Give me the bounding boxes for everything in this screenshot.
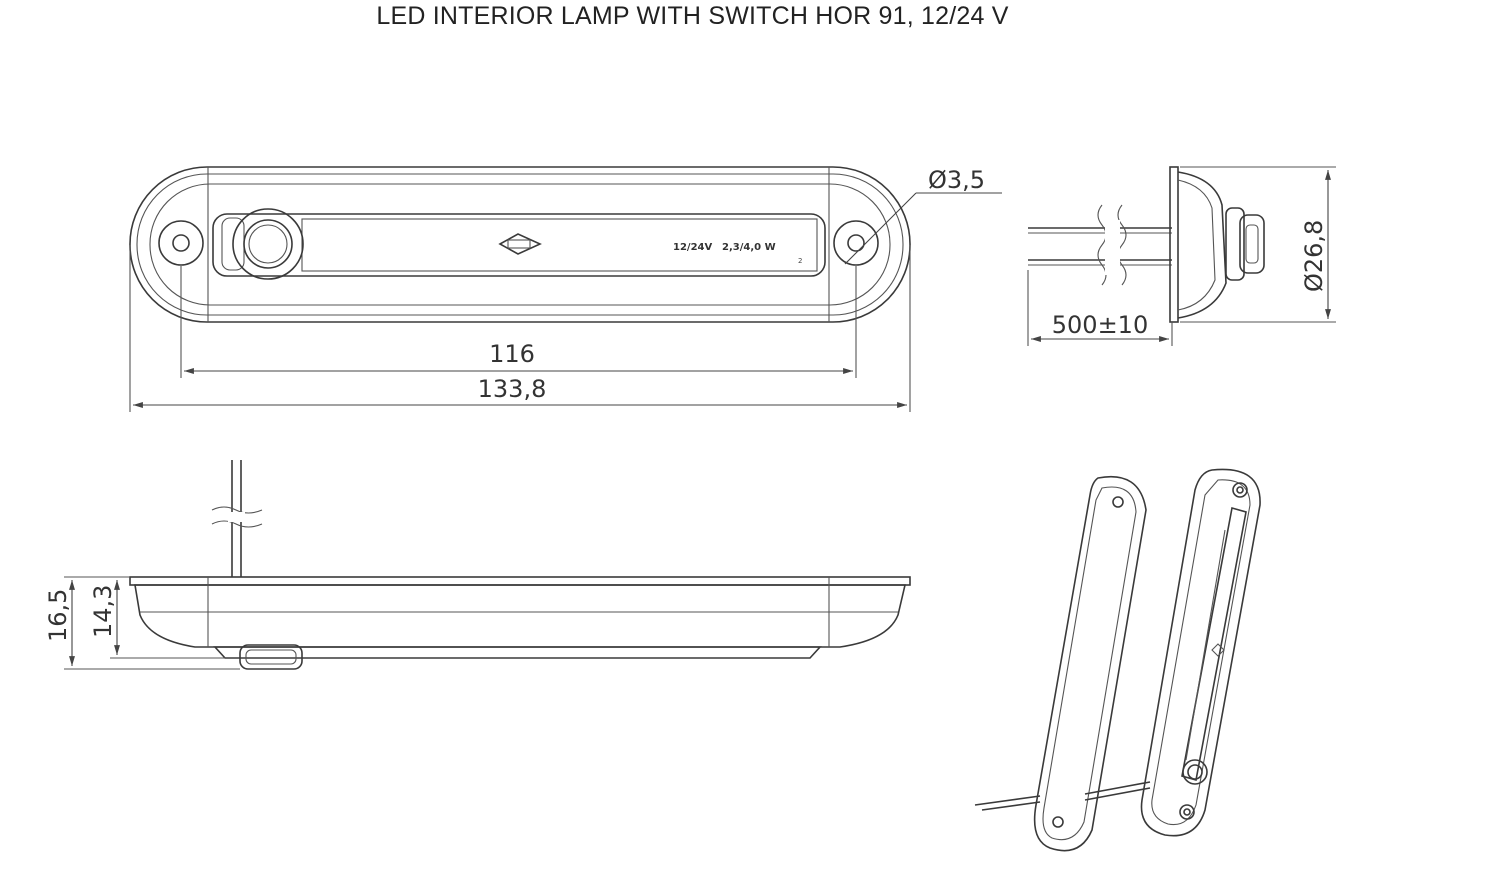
hole-spacing-label: 116 (489, 340, 535, 368)
voltage-label: 12/24V (673, 242, 712, 253)
end-view: Ø26,8 500±10 (1027, 166, 1336, 346)
top-view: 12/24V 2,3/4,0 W 2 Ø3,5 116 133,8 (129, 166, 1002, 412)
isometric-front-view (1084, 468, 1261, 837)
body-diameter-label: Ø26,8 (1300, 220, 1328, 292)
mounting-hole-left (158, 220, 204, 266)
isometric-back-view (974, 476, 1147, 852)
switch-button (221, 208, 304, 280)
hole-diameter-label: Ø3,5 (928, 166, 985, 194)
mounting-hole-right (833, 220, 879, 266)
page-title: LED INTERIOR LAMP WITH SWITCH HOR 91, 12… (376, 2, 1009, 30)
overall-length-label: 133,8 (478, 375, 547, 403)
cable-length-label: 500±10 (1052, 311, 1148, 339)
profile-view: 16,5 14,3 (44, 460, 911, 670)
body-height-label: 14,3 (89, 585, 117, 638)
logo-mark (498, 233, 542, 255)
power-label: 2,3/4,0 W (722, 242, 776, 253)
approval-mark: 2 (798, 257, 802, 265)
total-height-label: 16,5 (44, 589, 72, 642)
